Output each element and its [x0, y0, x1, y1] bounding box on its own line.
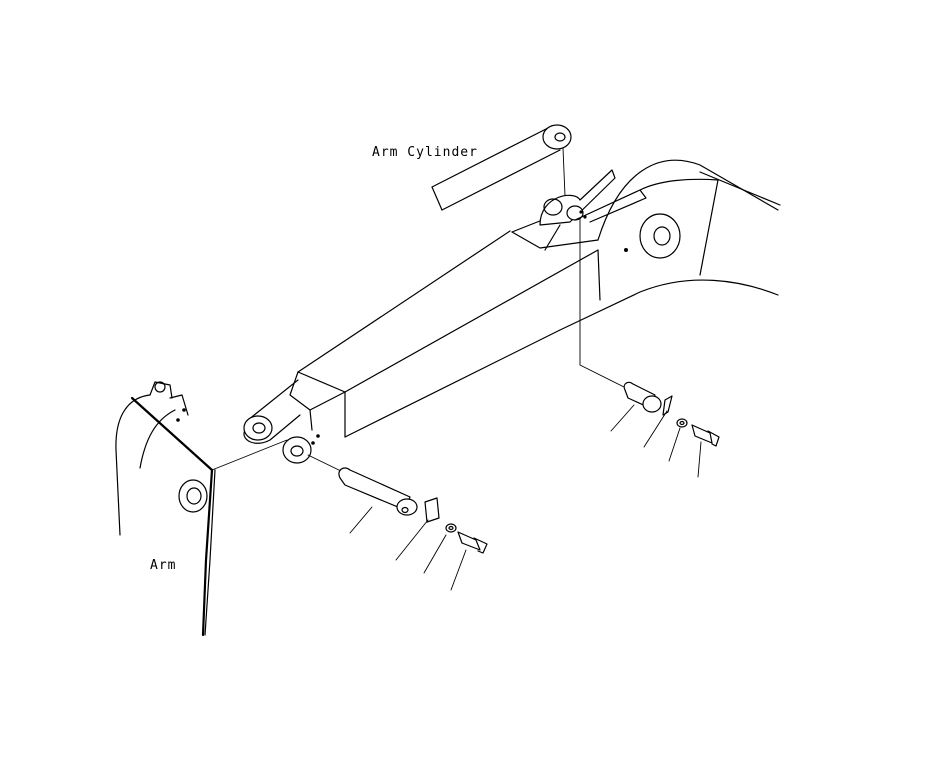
boom-foot-bosses — [243, 415, 320, 464]
cylinder-bracket — [539, 169, 647, 251]
arm-cylinder — [431, 124, 572, 211]
arm-cylinder-label: Arm Cylinder — [372, 145, 478, 160]
boom — [243, 159, 781, 444]
arm — [115, 381, 288, 637]
arm-label: Arm — [150, 558, 176, 573]
upper-pin-set — [579, 217, 720, 478]
lower-pin-set — [307, 454, 488, 591]
